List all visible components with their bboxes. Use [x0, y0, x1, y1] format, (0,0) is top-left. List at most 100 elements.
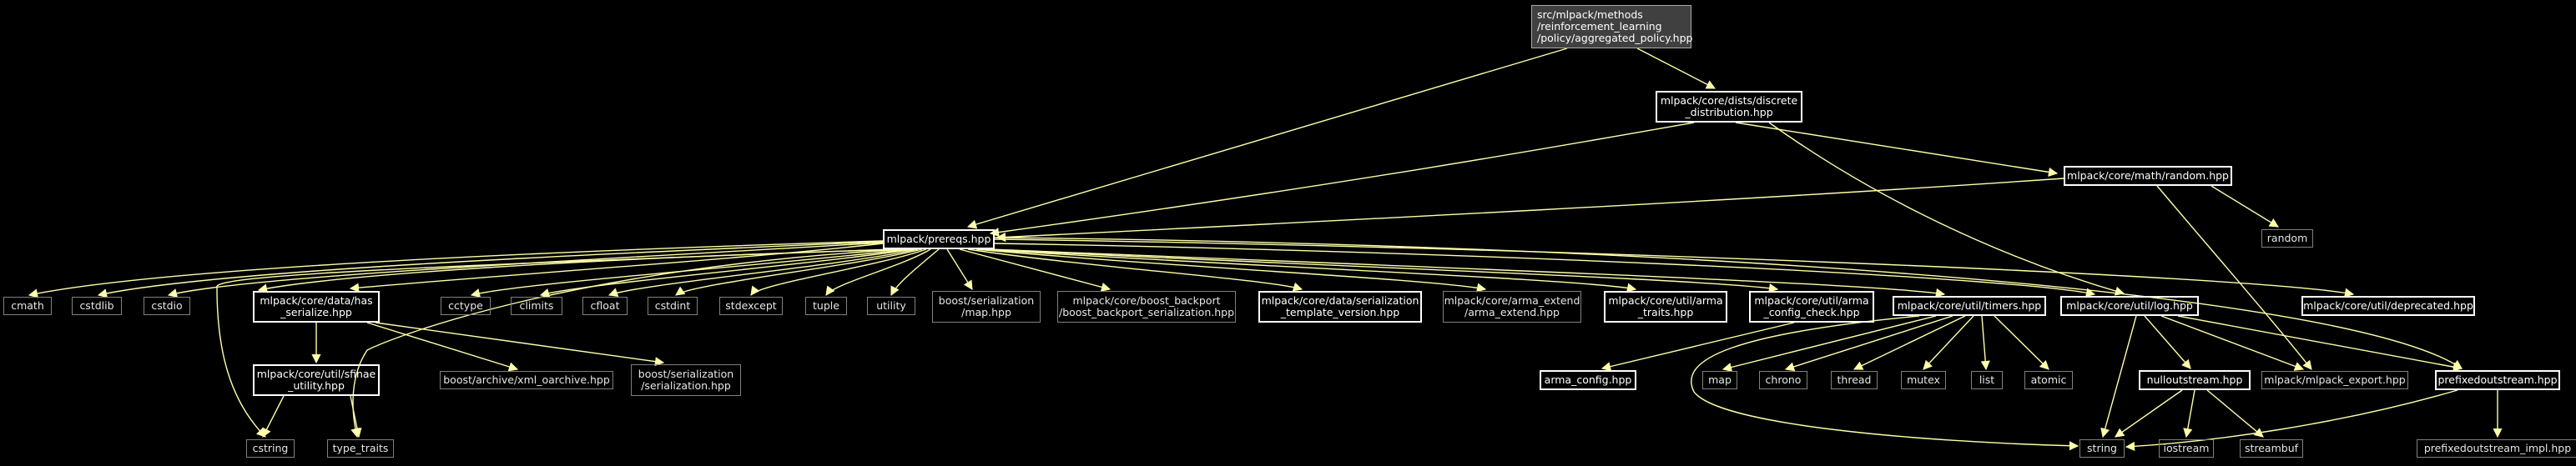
node-cstdint[interactable]: cstdint [648, 297, 698, 315]
dependency-edge [1853, 315, 1966, 370]
node-label-line: /policy/aggregated_policy.hpp [1537, 32, 1693, 44]
node-utility[interactable]: utility [867, 297, 915, 315]
node-nulloutstream[interactable]: nulloutstream.hpp [2139, 370, 2251, 390]
dependency-edge [984, 248, 1779, 293]
node-label-line: type_traits [332, 442, 389, 454]
node-sfinae-utility[interactable]: mlpack/core/util/sfinae_utility.hpp [253, 364, 380, 396]
node-label-line: thread [1837, 373, 1872, 386]
node-deprecated[interactable]: mlpack/core/util/deprecated.hpp [2301, 296, 2475, 316]
dependency-edge [989, 122, 1695, 238]
dependency-edge [262, 395, 285, 438]
node-label-line: cfloat [590, 299, 620, 312]
node-mutex[interactable]: mutex [1901, 371, 1946, 389]
dependency-edge [1601, 322, 1795, 372]
node-label-line: atomic [2030, 373, 2067, 386]
node-label-line: stdexcept [725, 299, 777, 312]
node-arma-config[interactable]: arma_config.hpp [1540, 370, 1636, 390]
node-label-line: _traits.hpp [1637, 306, 1694, 318]
node-cctype[interactable]: cctype [441, 297, 491, 315]
node-label-line: arma_config.hpp [1544, 373, 1632, 386]
node-cstdio[interactable]: cstdio [144, 297, 190, 315]
node-label-line: mlpack/core/arma_extend [1444, 294, 1580, 307]
dependency-edge [28, 240, 884, 298]
dependency-edge [988, 248, 1946, 298]
dependency-edge [996, 178, 2064, 243]
node-label-line: boost/archive/xml_oarchive.hpp [443, 373, 610, 386]
node-tuple[interactable]: tuple [805, 297, 847, 315]
node-label-line: cmath [11, 299, 44, 312]
node-label-line: cstdint [654, 299, 691, 312]
dependency-edge [2115, 389, 2183, 438]
node-streambuf[interactable]: streambuf [2240, 439, 2303, 458]
node-string[interactable]: string [2079, 439, 2125, 458]
node-label-line: boost/serialization [938, 294, 1035, 307]
node-label-line: /boost_backport_serialization.hpp [1058, 306, 1235, 318]
node-arma-extend[interactable]: mlpack/core/arma_extend/arma_extend.hpp [1443, 291, 1581, 323]
dependency-edge [946, 248, 973, 290]
dependency-edge [959, 248, 1112, 292]
node-stdexcept[interactable]: stdexcept [719, 297, 783, 315]
node-list[interactable]: list [1971, 371, 2003, 389]
node-arma-traits[interactable]: mlpack/core/util/arma_traits.hpp [1604, 291, 1727, 323]
node-arma-config-check[interactable]: mlpack/core/util/arma_config_check.hpp [1749, 291, 1874, 323]
dependency-edge [1784, 315, 1953, 372]
node-label-line: climits [519, 299, 554, 312]
node-root-file[interactable]: src/mlpack/methods/reinforcement_learnin… [1531, 5, 1693, 48]
node-iostream[interactable]: iostream [2159, 439, 2214, 458]
node-label-line: mlpack/core/data/serialization [1261, 294, 1419, 307]
dependency-edge [2160, 315, 2305, 371]
dependency-edge [607, 248, 919, 297]
node-boost-serialization[interactable]: boost/serialization/serialization.hpp [631, 364, 741, 396]
edges [28, 48, 2503, 451]
node-map[interactable]: map [1702, 371, 1737, 389]
node-cmath[interactable]: cmath [3, 297, 52, 315]
node-thread[interactable]: thread [1831, 371, 1878, 389]
node-boost-map[interactable]: boost/serialization/map.hpp [932, 291, 1041, 323]
node-log[interactable]: mlpack/core/util/log.hpp [2060, 296, 2199, 316]
node-timers[interactable]: mlpack/core/util/timers.hpp [1893, 296, 2046, 316]
node-cstring[interactable]: cstring [246, 439, 295, 458]
node-chrono[interactable]: chrono [1759, 371, 1807, 389]
node-label-line: mlpack/core/util/arma [1754, 294, 1869, 307]
node-label-line: utility [876, 299, 906, 312]
node-cfloat[interactable]: cfloat [582, 297, 628, 315]
dependency-edge [675, 248, 923, 296]
node-label-line: _distribution.hpp [1685, 106, 1773, 118]
node-label-line: iostream [2163, 442, 2210, 454]
dependency-edge [1636, 48, 1716, 89]
node-atomic[interactable]: atomic [2024, 371, 2073, 389]
node-label-line: mlpack/core/dists/discrete [1660, 94, 1798, 107]
node-label-line: string [2087, 442, 2117, 454]
node-random[interactable]: random [2261, 229, 2313, 248]
node-prefixedoutstream-impl[interactable]: prefixedoutstream_impl.hpp [2417, 439, 2576, 458]
node-prefixedoutstream[interactable]: prefixedoutstream.hpp [2435, 370, 2560, 390]
node-label-line: /arma_extend.hpp [1464, 306, 1560, 318]
node-label-line: mlpack/core/boost_backport [1072, 294, 1221, 307]
dependency-edge [2211, 185, 2279, 228]
node-label-line: src/mlpack/methods [1537, 8, 1643, 21]
node-random-hpp[interactable]: mlpack/core/math/random.hpp [2064, 166, 2232, 186]
node-xml-oarchive[interactable]: boost/archive/xml_oarchive.hpp [440, 371, 613, 389]
node-climits[interactable]: climits [511, 297, 562, 315]
node-prereqs[interactable]: mlpack/prereqs.hpp [883, 229, 995, 249]
node-label-line: mlpack/prereqs.hpp [886, 233, 991, 245]
dependency-edge [975, 248, 1487, 293]
dependency-edge [2156, 185, 2312, 370]
node-type-traits[interactable]: type_traits [327, 439, 394, 458]
node-label-line: cstdlib [79, 299, 114, 312]
dependency-edge [366, 322, 519, 372]
node-mlpack-export[interactable]: mlpack/mlpack_export.hpp [2261, 371, 2408, 389]
node-serialization-template-version[interactable]: mlpack/core/data/serialization_template_… [1258, 291, 1422, 323]
dependency-edge [2206, 389, 2264, 438]
dependency-edge [2183, 389, 2195, 438]
dependency-edge [375, 322, 665, 367]
node-has-serialize[interactable]: mlpack/core/data/has_serialize.hpp [253, 291, 380, 323]
dependency-edge [1994, 315, 2049, 370]
node-boost-backport[interactable]: mlpack/core/boost_backport/boost_backpor… [1057, 291, 1236, 323]
node-cstdlib[interactable]: cstdlib [72, 297, 122, 315]
dependency-edge [994, 237, 2463, 369]
dependency-edge [167, 242, 884, 298]
node-label-line: cstdio [151, 299, 183, 312]
node-discrete-distribution[interactable]: mlpack/core/dists/discrete_distribution.… [1656, 91, 1802, 123]
node-label-line: mutex [1907, 373, 1940, 386]
